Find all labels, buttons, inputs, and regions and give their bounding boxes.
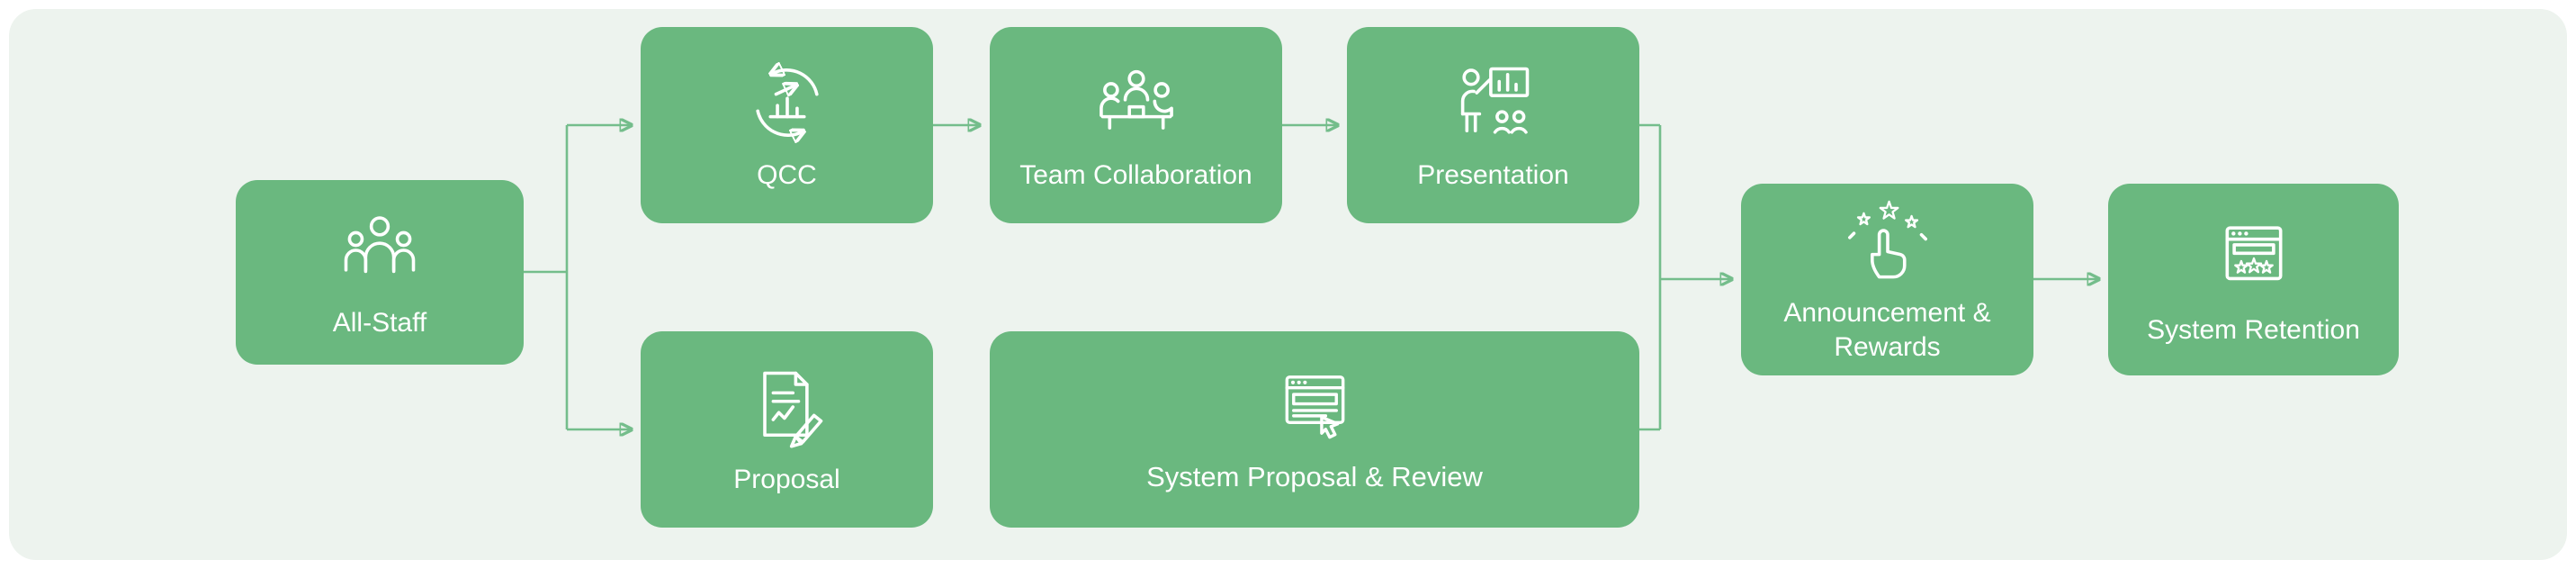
browser-cursor-icon [1285,375,1344,439]
node-all-staff: All-Staff [236,180,524,365]
node-qcc: QCC [641,27,933,223]
node-presentation: Presentation [1347,27,1639,223]
node-label: System Retention [2147,314,2360,345]
node-label: System Proposal & Review [1146,461,1483,493]
node-label: Presentation [1417,160,1569,191]
node-announcement-rewards: Announcement & Rewards [1741,184,2033,375]
node-system-proposal-review: System Proposal & Review [990,331,1639,528]
node-proposal: Proposal [641,331,933,528]
presenter-board-icon [1460,67,1529,134]
meeting-table-icon [1099,70,1173,131]
hand-stars-icon [1847,195,1927,279]
node-label: All-Staff [332,307,427,338]
node-label: Proposal [733,465,840,495]
node-team-collaboration: Team Collaboration [990,27,1282,223]
document-pencil-icon [762,371,822,448]
node-label: Team Collaboration [1019,160,1252,191]
node-label: Announcement & Rewards [1783,298,1991,362]
browser-stars-icon [2225,226,2282,280]
people-group-icon [344,216,416,273]
node-label: QCC [757,160,817,191]
cycle-chart-icon [755,58,819,148]
node-system-retention: System Retention [2108,184,2399,375]
